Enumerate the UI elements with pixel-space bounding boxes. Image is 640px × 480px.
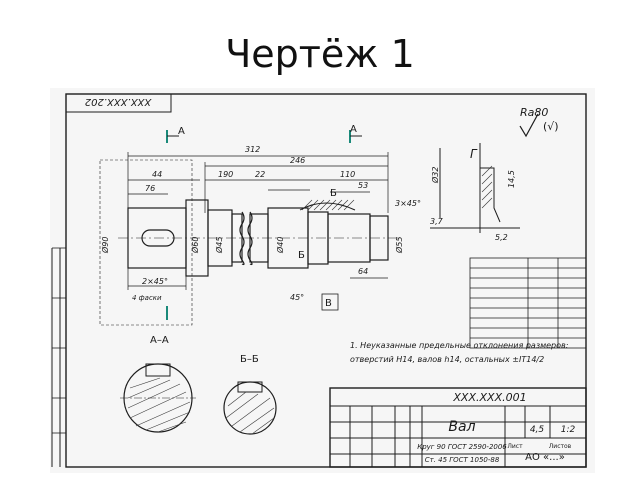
roughness-paren-icon: (√)	[543, 120, 559, 133]
title-block-scale: 1:2	[561, 425, 576, 435]
dim-d45: Ø45	[214, 237, 224, 254]
dim-3x45: 3×45°	[395, 199, 421, 208]
section-v-label: В	[325, 298, 332, 309]
dim-22: 22	[255, 170, 265, 179]
detail-view-g	[430, 143, 520, 233]
view-boundary	[99, 159, 193, 326]
title-block-material-2: Ст. 45 ГОСТ 1050-88	[425, 456, 500, 464]
title-block-part-name: Вал	[448, 419, 475, 435]
dim-76: 76	[145, 184, 155, 193]
dim-d90: Ø90	[100, 237, 110, 254]
dim-110: 110	[340, 170, 355, 179]
title-block-material-1: Круг 90 ГОСТ 2590-2006	[417, 443, 507, 451]
detail-hatch	[481, 165, 493, 209]
lower-dimension-lines	[127, 268, 388, 290]
dim-45deg: 45°	[290, 293, 304, 302]
dim-44: 44	[152, 170, 162, 179]
title-block-org: АО «...»	[525, 452, 565, 463]
section-aa-label: А–А	[150, 335, 169, 346]
dim-64: 64	[358, 267, 368, 276]
keyway-arc	[299, 202, 356, 211]
dim-2x45: 2×45°	[142, 277, 168, 286]
title-block-sheets: Листов	[549, 443, 572, 450]
section-v-box	[321, 293, 339, 311]
dim-246: 246	[290, 156, 305, 165]
roughness-check-icon	[519, 113, 539, 138]
sheet-background	[50, 88, 595, 473]
section-markers-a	[166, 130, 362, 320]
dim-312: 312	[245, 145, 260, 154]
title-block	[329, 387, 587, 468]
title-block-mass: 4,5	[530, 425, 545, 435]
top-stamp	[65, 93, 172, 113]
dim-3-7: 3,7	[430, 217, 444, 226]
section-aa-view	[120, 363, 196, 433]
section-a-label-top-right: А	[350, 124, 357, 135]
section-bb-view	[223, 381, 277, 435]
section-b-label: Б	[330, 188, 337, 199]
slide-title: Чертёж 1	[225, 32, 415, 76]
dim-53: 53	[358, 181, 368, 190]
section-a-label-top: А	[178, 126, 185, 137]
dimension-lines	[127, 152, 389, 213]
dim-d55: Ø55	[394, 237, 404, 254]
note-line-1: 1. Неуказанные предельные отклонения раз…	[350, 341, 569, 350]
section-bb-label: Б–Б	[240, 354, 259, 365]
title-block-doc-code: ХХХ.ХХХ.001	[452, 391, 526, 404]
top-stamp-number: ХХХ.ХХХ.202	[85, 96, 153, 107]
dim-5-2: 5,2	[495, 233, 508, 242]
dim-14-5: 14,5	[507, 170, 516, 188]
detail-g-label: Г	[470, 147, 478, 161]
dim-190: 190	[218, 170, 233, 179]
roughness-label: Ra80	[520, 106, 548, 119]
drawing-svg: ХХХ.ХХХ.202 Ra80 (√) А А 312 246 110 22 …	[50, 88, 595, 473]
dim-d32: Ø32	[430, 167, 440, 184]
engineering-drawing-sheet: ХХХ.ХХХ.202 Ra80 (√) А А 312 246 110 22 …	[50, 88, 595, 473]
parameters-table	[469, 257, 587, 349]
section-b-label-lower: Б	[298, 250, 305, 261]
dim-d60: Ø60	[190, 237, 200, 254]
title-block-sheet: Лист	[507, 443, 523, 450]
dim-4-chamfers: 4 фаски	[132, 294, 162, 302]
dim-d40: Ø40	[275, 237, 285, 254]
note-line-2: отверстий Н14, валов h14, остальных ±IT1…	[350, 355, 544, 364]
